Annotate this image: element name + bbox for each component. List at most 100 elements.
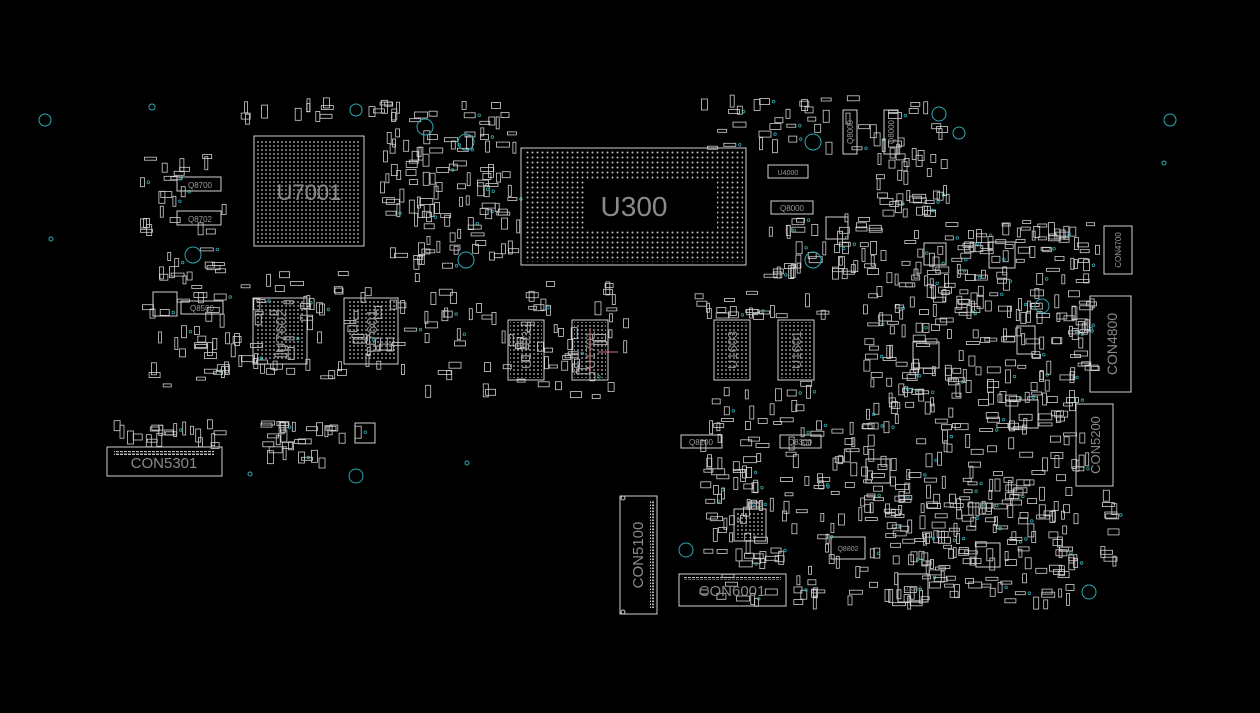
passive-component <box>440 213 452 218</box>
component-q8200[interactable]: Q8200 <box>680 434 723 449</box>
passive-component <box>1038 413 1053 421</box>
chip-u1703[interactable]: U1703 <box>507 319 545 381</box>
component-q8500[interactable]: Q8500 <box>180 300 224 315</box>
test-point <box>924 326 928 330</box>
passive-component <box>1046 396 1058 404</box>
passive-component <box>606 307 618 312</box>
passive-component <box>849 589 863 595</box>
passive-component <box>895 361 908 367</box>
passive-component <box>495 116 500 130</box>
passive-component <box>1046 360 1052 375</box>
passive-component <box>594 301 602 316</box>
connector-con5100-label: CON5100 <box>630 522 647 589</box>
test-point <box>754 562 758 566</box>
component-q8802[interactable]: Q8802 <box>830 536 866 560</box>
chip-u7601[interactable]: U7601 <box>343 297 399 365</box>
passive-component <box>1012 488 1024 496</box>
connector-con6001[interactable]: CON6001 <box>678 573 787 607</box>
passive-component <box>924 275 929 287</box>
passive-component <box>882 357 897 362</box>
connector-con5200[interactable]: CON5200 <box>1075 403 1114 487</box>
component-u3300[interactable]: U3300 <box>897 573 929 603</box>
test-point <box>962 269 966 273</box>
passive-component <box>1052 509 1056 522</box>
passive-component <box>221 203 227 215</box>
passive-component <box>968 501 974 516</box>
component-q8700[interactable]: Q8700 <box>176 176 222 192</box>
passive-component <box>743 483 754 490</box>
passive-component <box>423 130 431 145</box>
passive-component <box>938 286 952 294</box>
test-point <box>470 148 475 152</box>
test-point <box>798 391 802 395</box>
chip-u1701[interactable]: U1701 <box>571 319 618 381</box>
connector-con5100[interactable]: CON5100 <box>619 495 658 615</box>
passive-component <box>985 517 996 523</box>
component-q8000-b[interactable]: Q8000 <box>883 109 899 155</box>
passive-component <box>1063 504 1070 514</box>
passive-component <box>219 313 225 328</box>
passive-component <box>528 290 535 302</box>
passive-component <box>716 474 730 480</box>
passive-component <box>863 445 869 455</box>
mounting-hole <box>931 106 947 122</box>
passive-component <box>981 500 986 514</box>
chip-u1601[interactable]: U1601 <box>777 319 815 381</box>
passive-component <box>717 433 722 443</box>
chip-u7001[interactable]: U7001 <box>253 135 365 247</box>
passive-component <box>987 445 997 453</box>
passive-component <box>274 285 285 293</box>
passive-component <box>317 331 323 344</box>
component-q8702[interactable]: Q8702 <box>176 210 222 226</box>
passive-component <box>438 288 453 296</box>
chip-u1603[interactable]: U1603 <box>713 319 751 381</box>
passive-component <box>1102 502 1115 508</box>
passive-component <box>1081 322 1088 335</box>
chip-u300[interactable]: U300 <box>520 147 747 266</box>
test-point <box>363 430 367 434</box>
test-point <box>1000 292 1004 296</box>
passive-component <box>191 285 203 289</box>
passive-component <box>1095 244 1100 255</box>
passive-component <box>1014 591 1026 596</box>
passive-component <box>845 448 860 453</box>
passive-component <box>856 222 867 229</box>
passive-component <box>221 366 225 378</box>
test-point <box>454 264 459 268</box>
component-q8000-c[interactable]: Q8000 <box>770 200 814 215</box>
passive-component <box>409 179 418 186</box>
passive-component <box>876 285 883 297</box>
connector-con4800[interactable]: CON4800 <box>1089 295 1132 393</box>
test-point <box>1012 374 1017 379</box>
passive-component <box>861 424 873 430</box>
connector-con5301[interactable]: CON5301 <box>106 446 223 477</box>
passive-component <box>1079 249 1090 254</box>
test-point <box>918 587 922 592</box>
test-point <box>451 168 455 172</box>
test-point <box>936 200 940 204</box>
passive-component <box>525 292 539 299</box>
component-u4000-label: U4000 <box>778 170 799 177</box>
passive-component <box>921 552 929 567</box>
test-point <box>731 409 735 413</box>
passive-component <box>949 590 959 598</box>
passive-component <box>711 398 721 405</box>
passive-component <box>732 461 740 472</box>
passive-component <box>943 544 952 549</box>
component-q8300[interactable]: Q8300 <box>779 434 822 449</box>
passive-component <box>1010 499 1022 506</box>
connector-con4700[interactable]: CON4700 <box>1103 225 1133 275</box>
passive-component <box>623 340 628 354</box>
chip-u7602[interactable]: U7602 <box>252 297 308 365</box>
test-point <box>973 310 977 314</box>
component-u4000[interactable]: U4000 <box>767 164 809 179</box>
passive-component <box>1001 336 1016 343</box>
passive-component <box>193 292 208 298</box>
passive-component <box>844 438 854 446</box>
passive-component <box>800 427 805 438</box>
passive-component <box>948 548 955 559</box>
passive-component <box>1053 501 1059 511</box>
passive-component <box>290 281 304 286</box>
component-q8000-a[interactable]: Q8000 <box>842 109 858 155</box>
passive-component <box>297 438 312 445</box>
